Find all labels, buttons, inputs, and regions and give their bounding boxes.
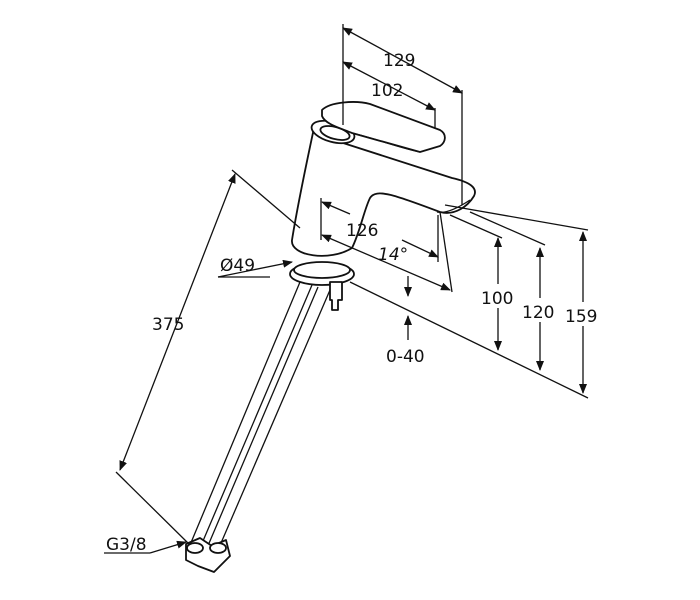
dimension-g3-8: G3/8	[104, 535, 187, 555]
dim-label-g3-8: G3/8	[106, 535, 147, 555]
dim-label-0-40: 0-40	[386, 347, 425, 367]
dim-label-14deg: 14°	[378, 245, 408, 265]
dim-label-120: 120	[522, 303, 554, 323]
dim-label-159: 159	[565, 307, 597, 327]
dimension-diameter-49: Ø49	[217, 256, 293, 278]
dim-label-100: 100	[481, 289, 513, 309]
dimension-0-40: 0-40	[386, 276, 425, 367]
dimension-102: 102	[342, 61, 436, 128]
dim-label-d49: Ø49	[220, 256, 255, 276]
dimension-heights: 100 120 159	[349, 204, 604, 399]
dim-label-129: 129	[383, 51, 415, 71]
mounting-base	[289, 261, 355, 311]
supply-hoses	[185, 281, 331, 573]
dim-label-375: 375	[152, 315, 184, 335]
dimension-375: 375	[115, 169, 301, 546]
dim-label-102: 102	[371, 81, 403, 101]
dimension-126: 126 14°	[320, 198, 453, 293]
dim-label-126: 126	[346, 221, 378, 241]
